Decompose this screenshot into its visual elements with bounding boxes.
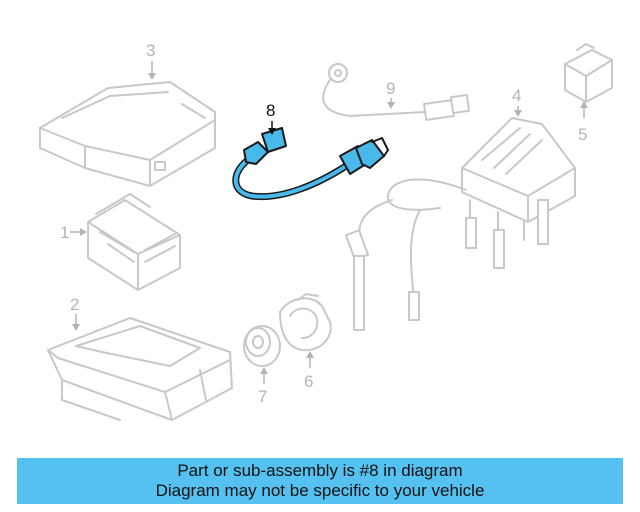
callout-8: 8: [266, 101, 275, 120]
callout-4: 4: [512, 86, 521, 105]
part-5-relay: [564, 43, 613, 103]
part-2-tray: [47, 317, 233, 421]
callout-7: 7: [258, 387, 267, 406]
callout-6: 6: [304, 372, 313, 391]
part-8-sensor[interactable]: [232, 127, 389, 201]
callout-1: 1: [60, 223, 69, 242]
callout-3: 3: [146, 41, 155, 60]
part-7-grommet: [243, 325, 281, 367]
parts-diagram: 3 1 2 9 5: [39, 41, 613, 421]
callout-9: 9: [386, 79, 395, 98]
info-banner: Part or sub-assembly is #8 in diagram Di…: [17, 458, 623, 504]
callout-5: 5: [578, 125, 587, 144]
part-6-bracket: [279, 293, 332, 352]
callout-2: 2: [70, 295, 79, 314]
banner-line-part: Part or sub-assembly is #8 in diagram: [177, 461, 463, 480]
part-4-ignition-coil: [344, 117, 576, 331]
banner-line-disclaimer: Diagram may not be specific to your vehi…: [155, 481, 485, 500]
part-1-relay-module: [87, 193, 181, 291]
part-9-sensor-cable: [322, 63, 471, 121]
part-3-control-module: [39, 81, 216, 187]
